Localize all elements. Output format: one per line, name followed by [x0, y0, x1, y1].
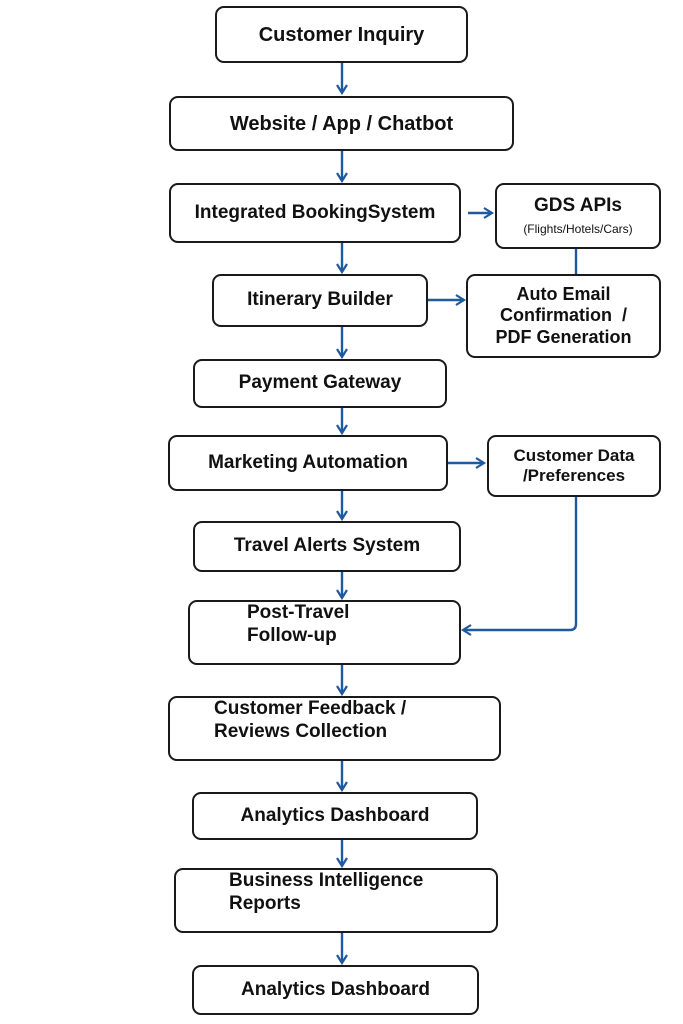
node-label: Travel Alerts System	[233, 535, 421, 557]
node-customer-inquiry: Customer Inquiry	[215, 6, 468, 63]
node-label: Follow-up	[247, 624, 337, 646]
node-post-travel-follow-up: Post-Travel Follow-up	[188, 600, 461, 665]
node-label: Customer Data	[513, 445, 635, 465]
node-customer-feedback-reviews: Customer Feedback / Reviews Collection	[168, 696, 501, 761]
node-label: Analytics Dashboard	[240, 804, 430, 826]
node-label: Reviews Collection	[214, 720, 388, 742]
node-website-app-chatbot: Website / App / Chatbot	[169, 96, 514, 151]
arrow-customer-data-to-post-travel	[460, 497, 578, 636]
node-label: Customer Inquiry	[258, 23, 425, 46]
node-marketing-automation: Marketing Automation	[168, 435, 448, 491]
node-label: Analytics Dashboard	[241, 978, 430, 1000]
node-payment-gateway: Payment Gateway	[193, 359, 447, 408]
node-label: Integrated BookingSystem	[194, 201, 436, 223]
node-gds-apis: GDS APIs (Flights/Hotels/Cars)	[495, 183, 661, 249]
node-label: Post-Travel	[247, 602, 350, 623]
node-label: Payment Gateway	[238, 372, 402, 394]
node-label: PDF Generation	[495, 326, 632, 347]
node-label: Marketing Automation	[208, 451, 408, 473]
node-label: Itinerary Builder	[247, 289, 393, 311]
node-business-intelligence-reports: Business Intelligence Reports	[174, 868, 498, 933]
node-customer-data-preferences: Customer Data /Preferences	[487, 435, 661, 497]
node-itinerary-builder: Itinerary Builder	[212, 274, 428, 327]
node-analytics-dashboard: Analytics Dashboard	[192, 792, 478, 840]
node-label: Business Intelligence	[229, 870, 424, 891]
node-sublabel: (Flights/Hotels/Cars)	[523, 222, 633, 237]
node-label: /Preferences	[522, 466, 626, 485]
node-label: Website / App / Chatbot	[229, 112, 454, 135]
node-analytics-dashboard-final: Analytics Dashboard	[192, 965, 479, 1015]
node-label: Customer Feedback /	[214, 698, 407, 719]
node-label: GDS APIs	[534, 195, 622, 217]
node-travel-alerts-system: Travel Alerts System	[193, 521, 461, 572]
node-auto-email-confirmation: Auto Email Confirmation / PDF Generation	[466, 274, 661, 358]
node-label: Confirmation /	[500, 305, 627, 326]
node-label: Auto Email	[516, 283, 611, 304]
node-integrated-booking-system: Integrated BookingSystem	[169, 183, 461, 243]
node-label: Reports	[229, 892, 301, 914]
